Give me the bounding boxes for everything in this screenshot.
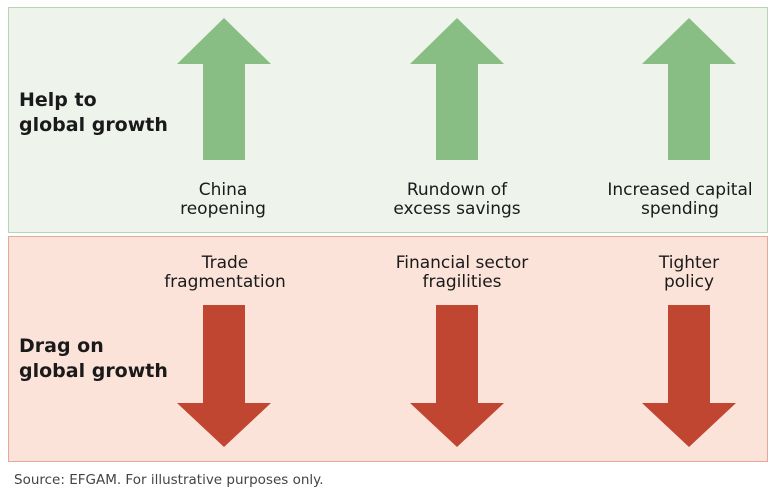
item-label-financial-sector-fragilities: Financial sector fragilities <box>395 253 529 292</box>
item-label-china-reopening: China reopening <box>180 180 266 219</box>
drag-on-growth-panel: Drag on global growth Trade fragmentatio… <box>8 236 768 462</box>
down-arrow-icon <box>177 305 271 447</box>
down-arrow-icon <box>642 305 736 447</box>
item-label-rundown-excess-savings: Rundown of excess savings <box>393 180 521 219</box>
source-note: Source: EFGAM. For illustrative purposes… <box>14 472 324 488</box>
up-arrow-icon <box>177 18 271 160</box>
drag-on-growth-label: Drag on global growth <box>19 335 168 382</box>
up-arrow-icon <box>642 18 736 160</box>
item-label-tighter-policy: Tighter policy <box>658 253 720 292</box>
help-to-growth-label: Help to global growth <box>19 89 168 136</box>
help-to-growth-panel: Help to global growth China reopening Ru… <box>8 7 768 233</box>
item-label-trade-fragmentation: Trade fragmentation <box>164 253 286 292</box>
item-label-increased-capital-spending: Increased capital spending <box>607 180 753 219</box>
down-arrow-icon <box>410 305 504 447</box>
up-arrow-icon <box>410 18 504 160</box>
